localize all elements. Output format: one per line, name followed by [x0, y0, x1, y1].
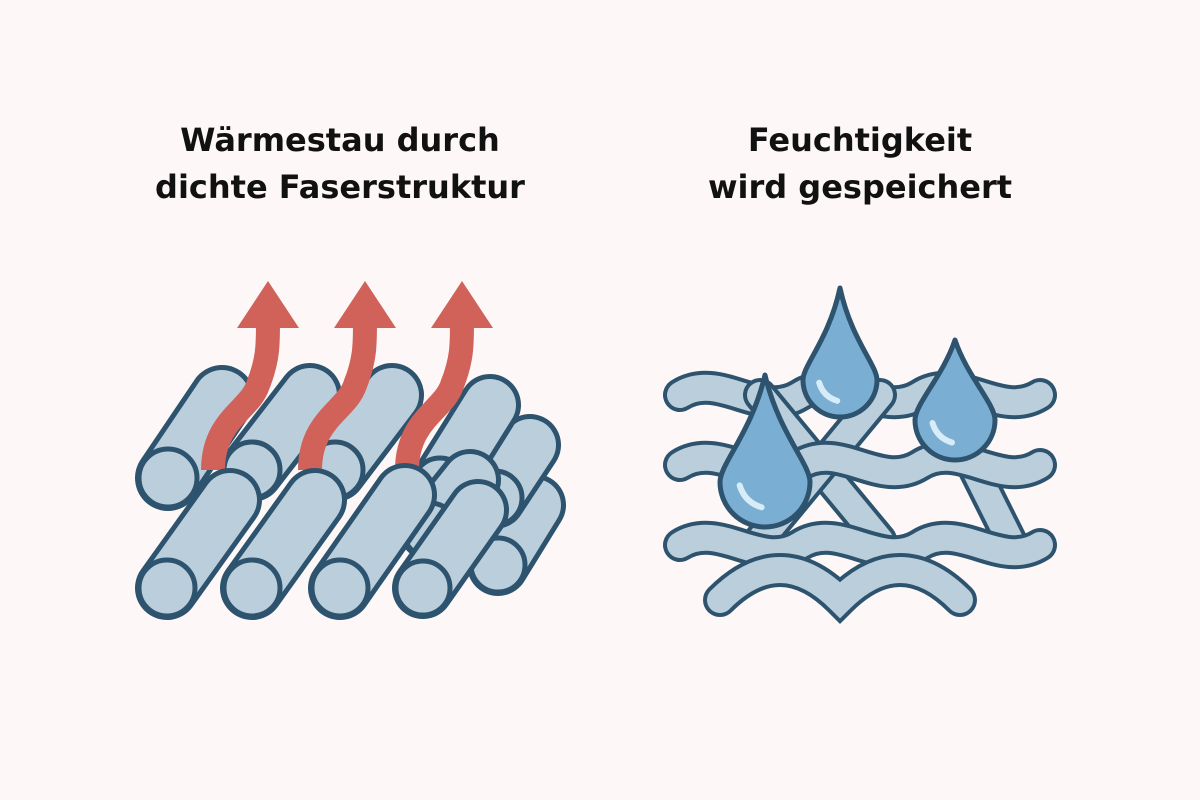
drop-highlight [816, 379, 841, 404]
fiber-cylinder [467, 474, 566, 596]
woven-fibers-with-water-drops-icon [663, 285, 1057, 625]
water-drop-icon [800, 285, 880, 420]
fiber-body [667, 524, 1053, 566]
heat-arrow-shaft [201, 321, 280, 471]
woven-fiber [703, 553, 977, 625]
dense-fibers-with-heat-arrows-icon [135, 281, 566, 620]
fiber-end [309, 557, 371, 619]
title-line: wird gespeichert [707, 168, 1013, 206]
title-line: Feuchtigkeit [747, 121, 973, 159]
drop-body [912, 337, 998, 463]
fiber-cylinder [135, 365, 255, 511]
fiber-end [136, 446, 200, 510]
fiber-cylinder [308, 463, 437, 620]
fiber-cylinder [135, 468, 262, 620]
fiber-body [707, 557, 973, 619]
heat-arrow-shaft [395, 321, 474, 471]
water-drop-icon [912, 337, 998, 463]
drop-highlight [736, 482, 765, 511]
drop-highlight [929, 420, 955, 446]
drop-body [800, 285, 880, 420]
woven-fiber [663, 520, 1057, 570]
heat-arrow-head [237, 281, 299, 328]
title-line: Wärmestau durch [180, 121, 500, 159]
fiber-cylinder [220, 468, 347, 620]
fiber-cylinder [220, 363, 342, 502]
water-drop-icon [717, 372, 813, 530]
heat-arrow-shaft [298, 321, 377, 471]
fiber-end [393, 558, 453, 618]
fiber-cylinder [392, 479, 509, 619]
heat-arrow-head [431, 281, 493, 328]
title-line: dichte Faserstruktur [155, 168, 525, 206]
moisture-panel-title: Feuchtigkeit wird gespeichert [610, 117, 1110, 211]
fiber-end [136, 557, 198, 619]
heat-panel-title: Wärmestau durch dichte Faserstruktur [90, 117, 590, 211]
fiber-end [221, 557, 283, 619]
heat-arrow-head [334, 281, 396, 328]
